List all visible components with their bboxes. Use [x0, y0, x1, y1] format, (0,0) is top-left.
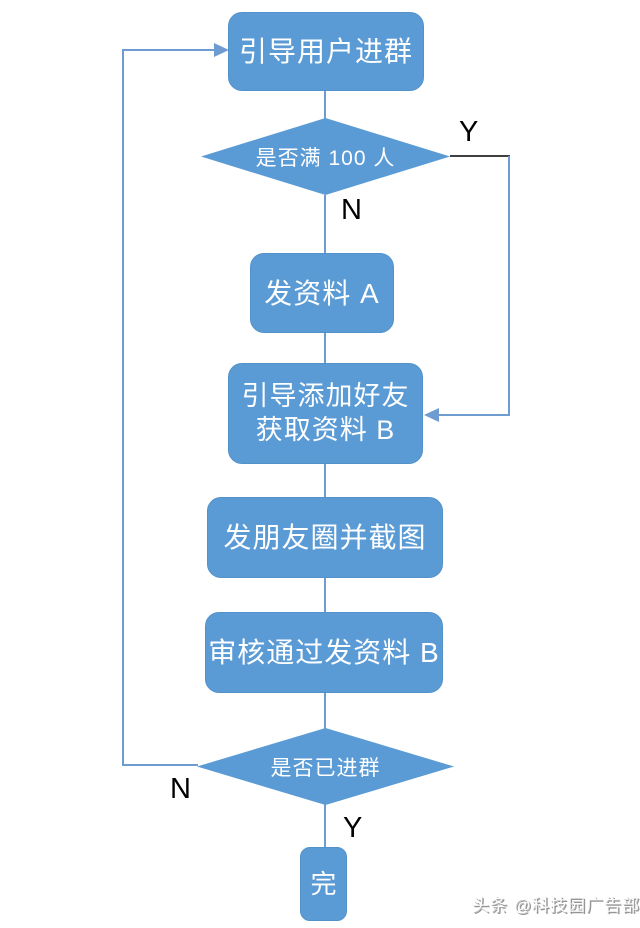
- node-end: 完: [300, 847, 347, 921]
- connector-add-friend-to-moments: [324, 463, 326, 498]
- connector-yes-branch-vertical: [508, 156, 510, 415]
- connector-start-to-decision1: [324, 90, 326, 120]
- connector-send-a-to-add-friend: [324, 332, 326, 364]
- node-decision-100-members: 是否满 100 人: [201, 118, 450, 195]
- branch-label-decision2-yes: Y: [343, 812, 363, 844]
- connector-decision2-to-end: [324, 804, 326, 848]
- node-start: 引导用户进群: [228, 12, 424, 91]
- node-send-material-a: 发资料 A: [250, 253, 394, 333]
- arrowhead-right-icon: [214, 43, 229, 57]
- connector-decision1-to-send-a: [324, 195, 326, 255]
- connector-no-loop-vertical: [122, 49, 124, 766]
- connector-yes-branch-bottom: [438, 414, 510, 416]
- node-review-send-material-b: 审核通过发资料 B: [205, 612, 443, 693]
- node-decision-joined-group: 是否已进群: [197, 728, 454, 805]
- connector-no-loop-top: [122, 49, 215, 51]
- connector-moments-to-review: [324, 577, 326, 613]
- branch-label-decision2-no: N: [170, 773, 191, 805]
- branch-label-decision1-no: N: [341, 194, 362, 226]
- watermark-text: 头条 @科技园广告部: [472, 896, 640, 915]
- connector-no-loop-bottom: [122, 764, 198, 766]
- connector-yes-branch-top: [450, 155, 510, 157]
- node-post-moments-screenshot: 发朋友圈并截图: [207, 497, 443, 578]
- branch-label-decision1-yes: Y: [459, 116, 479, 148]
- arrowhead-left-icon: [424, 408, 439, 422]
- connector-review-to-decision2: [324, 692, 326, 729]
- node-add-friend-get-material-b: 引导添加好友 获取资料 B: [228, 363, 423, 464]
